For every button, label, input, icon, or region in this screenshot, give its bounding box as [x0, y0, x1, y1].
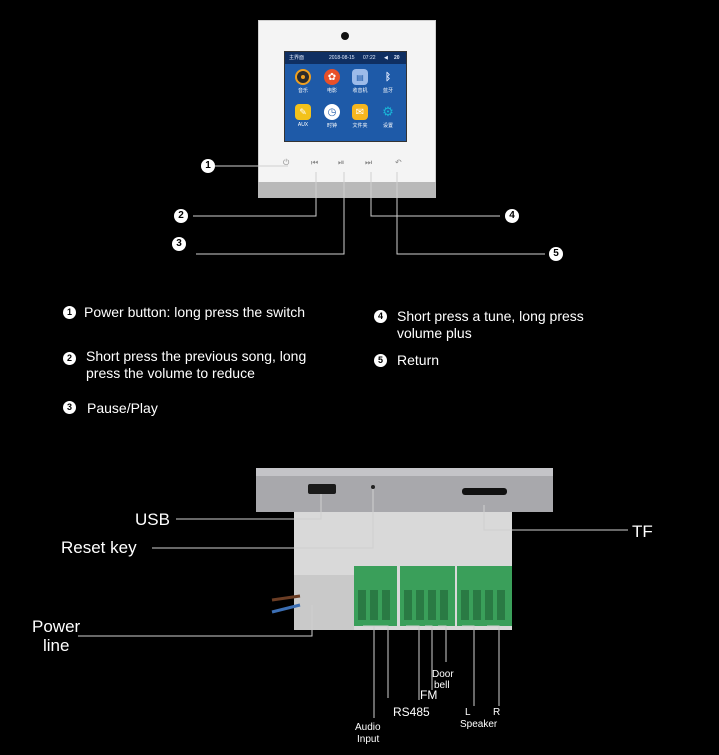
app-label: AUX [297, 122, 309, 128]
play-pause-key-icon[interactable]: ⏯ [338, 158, 345, 167]
panel-bottom-strip [258, 182, 436, 198]
app-folder[interactable]: ✉ 文件夹 [347, 104, 373, 134]
status-volume: 20 [394, 55, 400, 61]
legend-num-2: 2 [63, 352, 76, 365]
callout-2: 2 [174, 209, 188, 223]
callout-5: 5 [549, 247, 563, 261]
callout-4: 4 [505, 209, 519, 223]
power-line-label-2: line [43, 636, 70, 655]
app-label: 设置 [382, 123, 393, 129]
door-bell-label-1: Door [432, 669, 454, 680]
aux-icon: ✎ [295, 104, 311, 120]
tf-label: TF [632, 522, 653, 541]
app-radio[interactable]: ▤ 收音机 [347, 69, 373, 99]
radio-icon: ▤ [352, 69, 368, 85]
callout-1: 1 [201, 159, 215, 173]
app-clock[interactable]: ◷ 时钟 [319, 104, 345, 134]
legend-item-4-line1: Short press a tune, long press [397, 308, 584, 324]
app-label: 时钟 [326, 123, 337, 129]
status-date: 2018-08-15 [329, 55, 355, 61]
app-movie[interactable]: ✿ 电影 [319, 69, 345, 99]
app-music[interactable]: 音乐 [290, 69, 316, 99]
previous-key-icon[interactable]: ⏮ [311, 158, 319, 167]
legend-item-2-line1: Short press the previous song, long [86, 348, 307, 364]
legend-num-3: 3 [63, 401, 76, 414]
film-icon: ✿ [324, 69, 340, 85]
legend-item-4-line2: volume plus [397, 325, 472, 341]
status-title: 主界面 [289, 55, 305, 61]
audio-input-label-1: Audio [355, 722, 381, 733]
usb-label: USB [135, 510, 170, 529]
audio-input-label-2: Input [357, 734, 380, 745]
reset-key-label: Reset key [61, 538, 137, 557]
app-label: 蓝牙 [382, 88, 393, 94]
next-key-icon[interactable]: ⏭ [365, 158, 373, 167]
app-label: 文件夹 [352, 123, 368, 129]
legend-item-1: Power button: long press the switch [84, 304, 306, 320]
speaker-right-label: R [493, 707, 501, 718]
legend-item-3: Pause/Play [87, 400, 158, 416]
legend-num-4: 4 [374, 310, 387, 323]
return-key-icon[interactable]: ↶ [395, 158, 402, 167]
app-settings[interactable]: ⚙ 设置 [375, 104, 401, 134]
app-label: 音乐 [297, 88, 308, 94]
clock-icon: ◷ [324, 104, 340, 120]
app-bluetooth[interactable]: ᛒ 蓝牙 [375, 69, 401, 99]
envelope-icon: ✉ [352, 104, 368, 120]
app-label: 收音机 [352, 88, 368, 94]
status-time: 07:22 [363, 55, 376, 61]
legend-num-1: 1 [63, 306, 76, 319]
speaker-label: Speaker [460, 719, 498, 730]
bluetooth-icon: ᛒ [385, 71, 391, 83]
app-aux[interactable]: ✎ AUX [290, 104, 316, 134]
fm-label: FM [420, 688, 438, 702]
legend-num-5: 5 [374, 354, 387, 367]
status-bar: 主界面 2018-08-15 07:22 ◀ 20 [285, 52, 406, 64]
camera-icon [341, 32, 349, 40]
power-key-icon[interactable]: ⏻ [283, 158, 290, 167]
speaker-icon: ◀ [384, 55, 388, 61]
app-label: 电影 [326, 88, 337, 94]
music-disc-icon [295, 69, 311, 85]
gear-icon: ⚙ [382, 104, 394, 119]
power-line-label-1: Power [32, 617, 81, 636]
speaker-left-label: L [465, 707, 471, 718]
lcd-screen: 主界面 2018-08-15 07:22 ◀ 20 音乐 ✿ 电影 ▤ 收音机 … [284, 51, 407, 142]
door-bell-label-2: bell [434, 680, 450, 691]
legend-item-2-line2: press the volume to reduce [86, 365, 255, 381]
legend-item-5: Return [397, 352, 440, 368]
callout-3: 3 [172, 237, 186, 251]
rs485-label: RS485 [393, 705, 430, 719]
